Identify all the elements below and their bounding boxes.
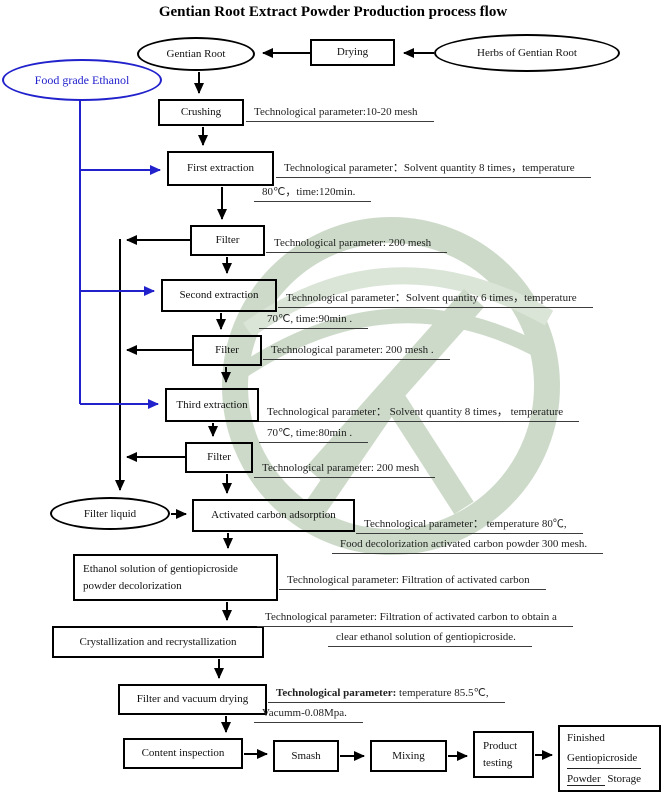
node-content-inspection: Content inspection: [123, 738, 243, 769]
node-first-extraction: First extraction: [167, 151, 274, 186]
node-crystallization: Crystallization and recrystallization: [52, 626, 264, 658]
filter-liquid-label: Filter liquid: [83, 507, 137, 520]
annotation-third-extraction-2: 70℃, time:80min .: [259, 427, 369, 443]
ellipse-gentian-root: Gentian Root: [137, 37, 255, 71]
finished-line-2: Gentiopicroside: [567, 748, 642, 769]
annotation-second-extraction-2: 70℃, time:90min .: [259, 313, 369, 329]
annotation-crystallization-1: Technological parameter: Filtration of a…: [257, 611, 573, 627]
food-grade-ethanol-label: Food grade Ethanol: [34, 72, 130, 87]
annotation-crystallization-2: clear ethanol solution of gentiopicrosid…: [328, 631, 532, 647]
annotation-filter-2: Technological parameter: 200 mesh .: [263, 344, 450, 360]
annotation-ethanol-solution: Technological parameter: Filtration of a…: [279, 574, 546, 590]
node-filter-3: Filter: [185, 442, 253, 473]
node-mixing: Mixing: [370, 740, 447, 772]
node-second-extraction: Second extraction: [161, 279, 277, 312]
page-title: Gentian Root Extract Powder Production p…: [158, 4, 508, 20]
node-activated-carbon-adsorption: Activated carbon adsorption: [192, 499, 355, 532]
node-smash: Smash: [273, 740, 339, 772]
herbs-label: Herbs of Gentian Root: [477, 47, 577, 59]
node-drying: Drying: [310, 39, 395, 66]
node-filter-vacuum-drying: Filter and vacuum drying: [118, 684, 267, 715]
node-filter-1: Filter: [190, 225, 265, 256]
node-ethanol-solution-decolorization: Ethanol solution of gentiopicroside powd…: [73, 554, 278, 601]
annotation-filter-1: Technological parameter: 200 mesh: [266, 237, 448, 253]
node-third-extraction: Third extraction: [165, 388, 259, 422]
finished-line-1: Finished: [567, 732, 605, 744]
annotation-first-extraction-2: 80℃，time:120min.: [254, 186, 372, 202]
gentian-root-label: Gentian Root: [166, 48, 226, 60]
node-product-testing: Product testing: [473, 731, 534, 778]
annotation-activated-carbon-2: Food decolorization activated carbon pow…: [332, 538, 604, 554]
node-filter-2: Filter: [192, 335, 262, 366]
annotation-filter-vacuum-2: Vacumm-0.08Mpa.: [254, 707, 363, 723]
annotation-second-extraction-1: Technological parameter：Solvent quantity…: [278, 292, 593, 308]
annotation-filter-3: Technological parameter: 200 mesh: [254, 462, 436, 478]
annotation-filter-vacuum-1: Technological parameter: temperature 85.…: [268, 687, 505, 703]
ellipse-food-grade-ethanol: Food grade Ethanol: [2, 59, 162, 101]
annotation-third-extraction-1: Technological parameter： Solvent quantit…: [259, 406, 580, 422]
annotation-first-extraction-1: Technological parameter：Solvent quantity…: [276, 162, 591, 178]
finished-line-3: Powder Storage: [567, 773, 641, 786]
annotation-crushing: Technological parameter:10-20 mesh: [246, 106, 434, 122]
ellipse-filter-liquid: Filter liquid: [50, 497, 170, 530]
ellipse-herbs-of-gentian-root: Herbs of Gentian Root: [434, 34, 620, 72]
annotation-activated-carbon-1: Technological parameter： temperature 80℃…: [356, 518, 583, 534]
node-crushing: Crushing: [158, 99, 244, 126]
node-finished-storage: Finished Gentiopicroside Powder Storage: [558, 725, 661, 792]
